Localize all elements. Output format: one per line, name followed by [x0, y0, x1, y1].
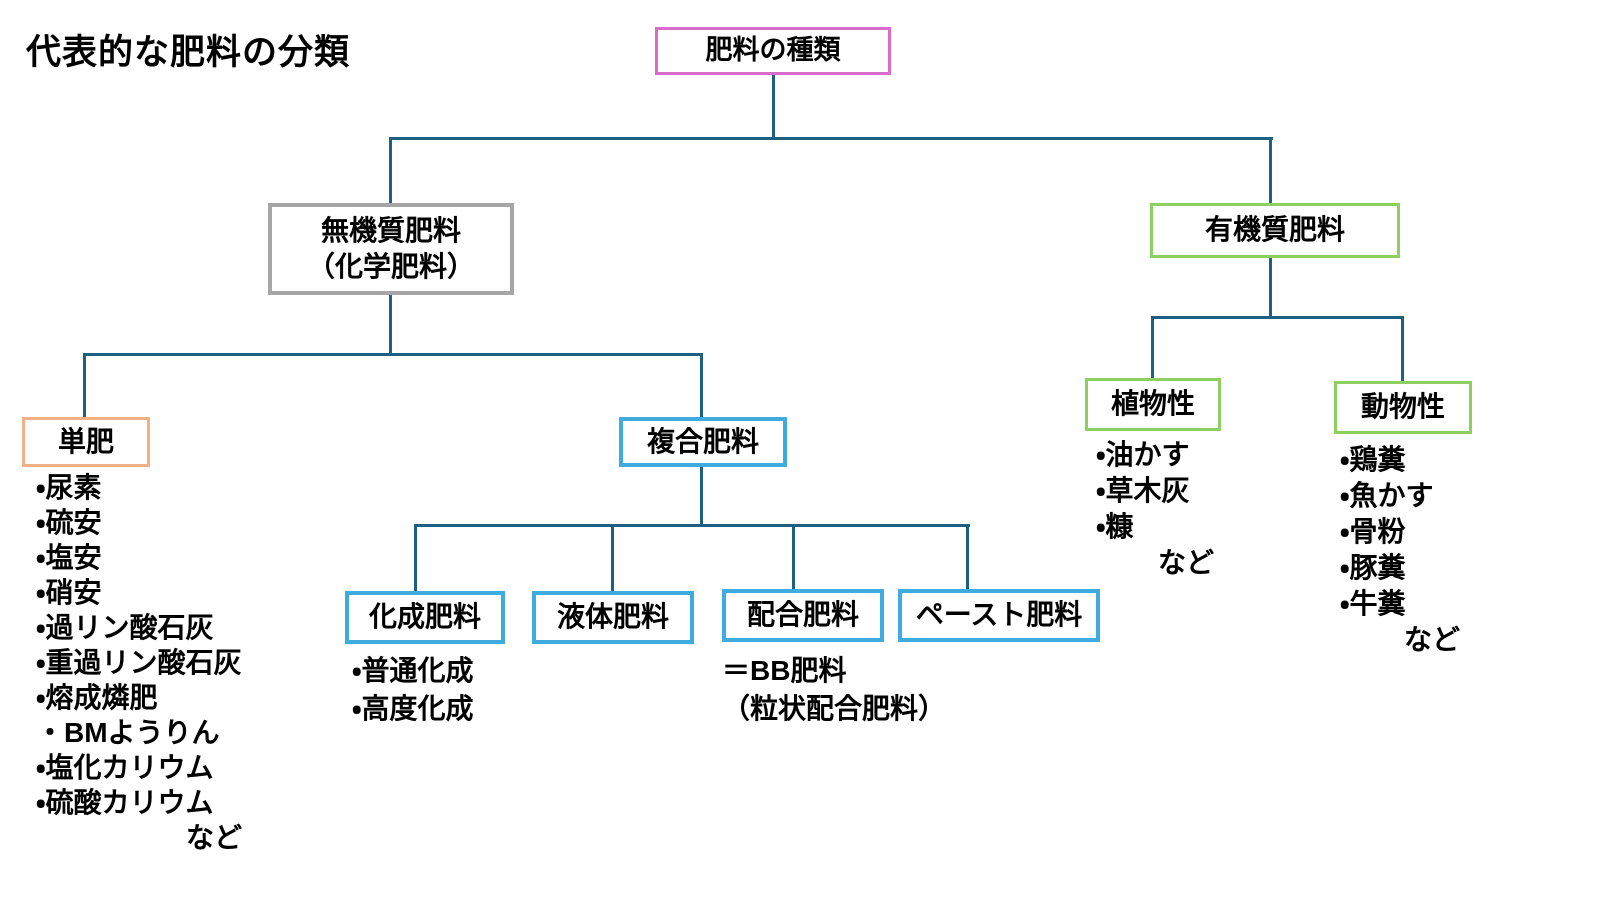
animal-item-list: ・鶏糞 ・魚かす ・骨粉 ・豚糞 ・牛糞 など — [1340, 442, 1460, 658]
node-tanpi: 単肥 — [22, 417, 150, 467]
list-item: ・過リン酸石灰 — [36, 612, 214, 643]
node-paste-label: ペースト肥料 — [915, 599, 1083, 631]
connector-paste-drop — [966, 524, 969, 589]
tanpi-item-list: ・尿素 ・硫安 ・塩安 ・硝安 ・過リン酸石灰 ・重過リン酸石灰 ・熔成燐肥 ・… — [36, 470, 242, 855]
list-item: ・BMようりん — [36, 717, 220, 748]
node-organic-fertilizer: 有機質肥料 — [1150, 203, 1400, 258]
node-plant-label: 植物性 — [1110, 388, 1195, 420]
connector-fukugo-stem — [700, 467, 703, 526]
connector-inorganic-horizontal — [83, 353, 703, 356]
node-fertilizer-types: 肥料の種類 — [655, 27, 891, 75]
plant-item-list: ・油かす ・草木灰 ・糠 など — [1096, 437, 1214, 581]
list-item: ・普通化成 — [352, 655, 474, 686]
list-item: ・熔成燐肥 — [36, 682, 158, 713]
list-item: ・油かす — [1096, 439, 1190, 470]
node-plant-origin: 植物性 — [1085, 378, 1221, 431]
connector-compound-horizontal — [414, 524, 970, 527]
node-inorganic-sublabel: （化学肥料） — [306, 251, 475, 282]
connector-organic-horizontal — [1151, 316, 1404, 319]
connector-inorganic-top — [389, 137, 392, 203]
connector-root-stem — [772, 75, 775, 138]
node-animal-label: 動物性 — [1360, 391, 1445, 423]
list-item: ・魚かす — [1340, 480, 1434, 511]
list-item: ・硫安 — [36, 507, 102, 538]
node-fukugo-label: 複合肥料 — [646, 425, 759, 457]
kasei-item-list: ・普通化成 ・高度化成 — [352, 652, 474, 728]
node-fertilizer-types-label: 肥料の種類 — [705, 35, 841, 66]
node-kasei: 化成肥料 — [345, 591, 505, 644]
node-inorganic-label: 無機質肥料 — [320, 214, 461, 246]
list-item: ・塩化カリウム — [36, 752, 214, 783]
node-organic-label: 有機質肥料 — [1204, 214, 1345, 246]
etc-label: など — [186, 822, 243, 853]
node-fukugo: 複合肥料 — [619, 417, 787, 467]
page-title: 代表的な肥料の分類 — [26, 33, 351, 72]
connector-organic-top — [1269, 137, 1272, 203]
connector-plant-drop — [1151, 316, 1154, 378]
haigo-note: ＝BB肥料 （粒状配合肥料） — [722, 652, 946, 728]
etc-label: など — [1158, 547, 1215, 578]
node-animal-origin: 動物性 — [1334, 381, 1472, 434]
connector-ekitai-drop — [611, 524, 614, 591]
list-item: ・豚糞 — [1340, 552, 1406, 583]
connector-animal-drop — [1401, 316, 1404, 381]
node-tanpi-label: 単肥 — [57, 425, 114, 457]
node-inorganic-fertilizer: 無機質肥料 （化学肥料） — [268, 203, 514, 295]
connector-kasei-drop — [414, 524, 417, 591]
node-kasei-label: 化成肥料 — [368, 601, 481, 633]
connector-inorganic-stem — [389, 295, 392, 355]
list-item: ・硝安 — [36, 577, 102, 608]
note-line: ＝BB肥料 — [722, 655, 847, 686]
node-ekitai: 液体肥料 — [532, 591, 694, 644]
node-ekitai-label: 液体肥料 — [556, 601, 669, 633]
list-item: ・糠 — [1096, 511, 1134, 542]
list-item: ・骨粉 — [1340, 516, 1406, 547]
list-item: ・草木灰 — [1096, 475, 1190, 506]
connector-main-horizontal — [389, 137, 1273, 140]
node-haigo: 配合肥料 — [722, 589, 884, 642]
list-item: ・硫酸カリウム — [36, 787, 214, 818]
connector-fukugo-drop — [700, 353, 703, 417]
node-haigo-label: 配合肥料 — [746, 599, 859, 631]
node-paste: ペースト肥料 — [898, 589, 1100, 642]
list-item: ・重過リン酸石灰 — [36, 647, 242, 678]
list-item: ・高度化成 — [352, 693, 474, 724]
list-item: ・牛糞 — [1340, 588, 1406, 619]
list-item: ・尿素 — [36, 472, 102, 503]
connector-organic-stem — [1269, 258, 1272, 318]
list-item: ・鶏糞 — [1340, 444, 1406, 475]
list-item: ・塩安 — [36, 542, 102, 573]
etc-label: など — [1404, 624, 1461, 655]
note-line: （粒状配合肥料） — [722, 693, 947, 724]
connector-haigo-drop — [792, 524, 795, 589]
connector-tanpi-drop — [83, 353, 86, 417]
